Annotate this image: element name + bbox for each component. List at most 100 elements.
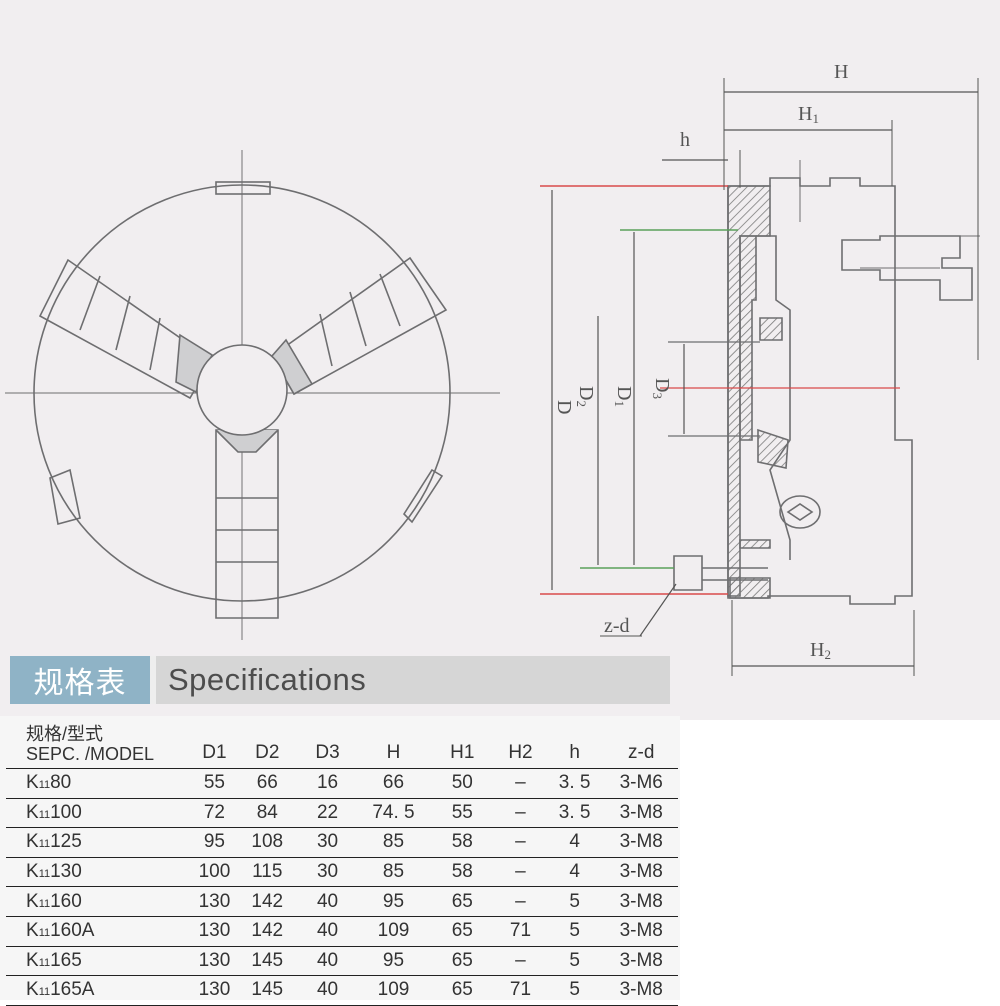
cell-h2: – <box>496 945 545 976</box>
cell-d1: 130 <box>190 886 238 917</box>
cell-hh: 5 <box>544 886 605 917</box>
header-d3: D3 <box>315 742 340 763</box>
cell-h2: – <box>496 856 545 887</box>
cell-h2: 71 <box>496 915 545 947</box>
spec-table: 规格/型式 SEPC. /MODEL D1 D2 D3 H H1 H2 h z-… <box>6 716 678 1006</box>
label-h: h <box>680 129 690 151</box>
cell-d2: 66 <box>238 768 297 799</box>
cell-hh: 3. 5 <box>544 797 605 828</box>
cell-d1: 95 <box>190 827 238 858</box>
cell-h1: 58 <box>428 827 497 858</box>
cell-d1: 100 <box>190 856 238 887</box>
cell-zd: 3-M8 <box>604 975 678 1006</box>
label-zd: z-d <box>604 615 630 637</box>
cell-h1: 58 <box>428 856 497 887</box>
cell-h1: 65 <box>428 915 497 947</box>
technical-drawing: H H1 h D D2 D1 D3 H2 z-d <box>0 0 1000 720</box>
chuck-body-circle <box>33 184 451 602</box>
center-bore <box>196 344 288 436</box>
model-cell: K11130 <box>6 856 191 887</box>
internal-contour <box>756 235 791 560</box>
cell-h: 66 <box>358 768 429 799</box>
chuck-drawing-svg: H H1 h D D2 D1 D3 H2 z-d <box>5 61 980 676</box>
header-h1: H1 <box>450 742 475 763</box>
spec-table-header-row: 规格/型式 SEPC. /MODEL D1 D2 D3 H H1 H2 h z-… <box>6 716 678 769</box>
lug-bottom-left <box>49 468 81 526</box>
label-D3: D3 <box>650 378 673 399</box>
cell-d3: 22 <box>296 797 359 828</box>
header-small-h: h <box>569 742 580 763</box>
cell-d3: 40 <box>296 975 359 1006</box>
cell-hh: 5 <box>544 915 605 947</box>
label-D2: D2 <box>574 386 597 407</box>
cell-zd: 3-M8 <box>604 915 678 947</box>
cell-h: 95 <box>358 945 429 976</box>
cell-h2: – <box>496 827 545 858</box>
bolt-hatch <box>729 577 771 599</box>
header-h2: H2 <box>508 742 533 763</box>
cell-h2: – <box>496 797 545 828</box>
inner-hatch-lower <box>757 428 789 469</box>
cell-h2: – <box>496 886 545 917</box>
zd-leader <box>639 583 677 637</box>
cell-h: 85 <box>358 856 429 887</box>
cell-d2: 108 <box>238 827 297 858</box>
cell-zd: 3-M8 <box>604 797 678 828</box>
model-cell: K11165 <box>6 945 191 976</box>
cell-h: 109 <box>358 975 429 1006</box>
cell-d1: 72 <box>190 797 238 828</box>
cell-h2: 71 <box>496 975 545 1006</box>
cell-hh: 3. 5 <box>544 768 605 799</box>
cell-d3: 30 <box>296 856 359 887</box>
model-cell: K11160 <box>6 886 191 917</box>
header-h: H <box>386 742 401 763</box>
model-cell: K11160A <box>6 915 191 947</box>
cell-d3: 40 <box>296 945 359 976</box>
label-D: D <box>553 400 575 414</box>
side-jaw <box>841 235 973 301</box>
spec-title-en: Specifications <box>168 662 367 697</box>
cell-d1: 130 <box>190 915 238 947</box>
cell-zd: 3-M8 <box>604 945 678 976</box>
cell-h: 74. 5 <box>358 797 429 828</box>
cell-hh: 4 <box>544 827 605 858</box>
key-square <box>786 503 814 521</box>
cell-d1: 55 <box>190 768 238 799</box>
cell-d3: 40 <box>296 886 359 917</box>
cell-h: 109 <box>358 915 429 947</box>
cell-zd: 3-M8 <box>604 856 678 887</box>
jaw-left <box>38 258 214 400</box>
cell-h1: 65 <box>428 886 497 917</box>
header-d2: D2 <box>255 742 280 763</box>
cell-d2: 142 <box>238 915 297 947</box>
model-cell: K11165A <box>6 975 191 1006</box>
cell-h1: 50 <box>428 768 497 799</box>
cell-hh: 5 <box>544 975 605 1006</box>
jaw-bottom <box>215 429 279 619</box>
label-D1: D1 <box>612 386 635 407</box>
cell-d1: 130 <box>190 975 238 1006</box>
cell-zd: 3-M8 <box>604 886 678 917</box>
cell-zd: 3-M6 <box>604 768 678 799</box>
lug-bottom-right <box>402 468 444 524</box>
cell-d2: 84 <box>238 797 297 828</box>
cell-d2: 145 <box>238 975 297 1006</box>
cell-hh: 4 <box>544 856 605 887</box>
model-cell: K11100 <box>6 797 191 828</box>
cell-d2: 142 <box>238 886 297 917</box>
cell-zd: 3-M8 <box>604 827 678 858</box>
cell-d3: 16 <box>296 768 359 799</box>
inner-hatch-upper <box>739 235 757 441</box>
cell-d1: 130 <box>190 945 238 976</box>
cell-d3: 30 <box>296 827 359 858</box>
inner-hatch-mid <box>759 317 783 341</box>
label-H: H <box>834 61 848 83</box>
cell-d3: 40 <box>296 915 359 947</box>
